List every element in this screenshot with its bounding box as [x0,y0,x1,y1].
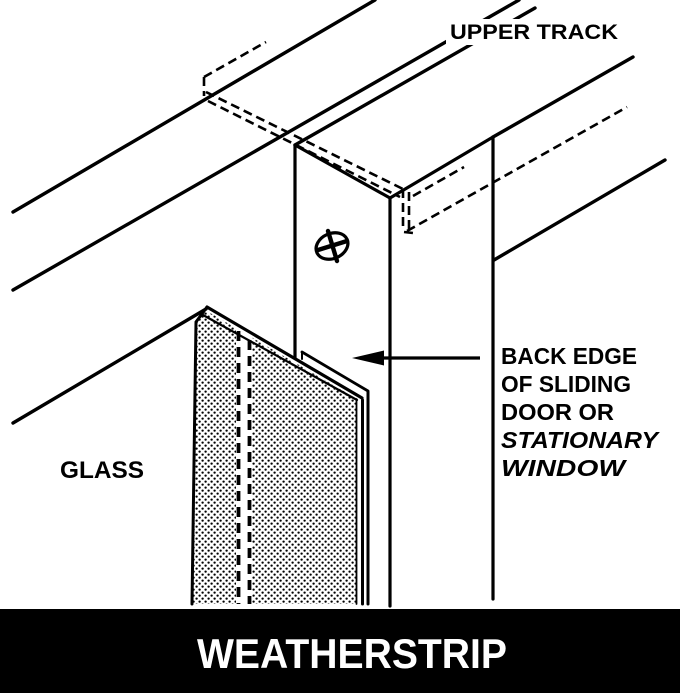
hidden-groove-top-left [203,40,267,79]
back-edge-label-line-1: BACK EDGE [501,343,637,369]
phillips-screw-icon [314,228,350,264]
track-top-back-edge [11,0,377,214]
door-post [293,135,495,608]
hidden-groove-cross-edge-1 [205,90,404,191]
upper-track-label-backdrop [446,19,632,45]
caption-banner-background [0,609,680,693]
back-edge-label-line-4: STATIONARY [501,427,661,453]
hidden-edge-dashes [202,40,628,235]
upper-track-lines [11,0,667,425]
weatherstrip-strip-edge [300,350,370,393]
hidden-groove-upper-right [412,165,465,198]
panel-top-inner-edge [201,313,359,402]
glass-panel [190,305,370,606]
track-lower-edge-left [11,307,208,425]
weatherstrip-caption: WEATHERSTRIP [197,630,507,677]
back-edge-label-line-2: OF SLIDING [501,371,631,397]
glass-left-edge [190,305,209,606]
glass-label: GLASS [60,457,144,484]
panel-top-outer-edge [205,305,364,400]
post-top-right-edge [388,135,495,200]
screw-cross-slot-2 [325,228,340,264]
back-edge-label-line-3: DOOR OR [501,399,614,425]
post-top-left-edge [293,143,392,200]
back-edge-label-line-5: WINDOW [501,455,628,481]
caption-banner: WEATHERSTRIP [0,609,680,693]
arrow-head [352,350,384,366]
glass-stipple [192,310,357,604]
track-top-front-edge [11,0,521,292]
upper-track-label: UPPER TRACK [450,20,619,44]
glazing-channel-dashes [236,331,252,604]
hidden-groove-cross-edge-2 [207,99,401,199]
hidden-groove-bottom-right [406,105,628,233]
track-edge-right-upper [491,55,635,139]
track-edge-right-lower [492,158,667,262]
left-arrow-icon [352,350,480,366]
hidden-groove-foot [403,230,414,235]
back-edge-label: BACK EDGE OF SLIDING DOOR OR STATIONARY … [501,343,661,481]
